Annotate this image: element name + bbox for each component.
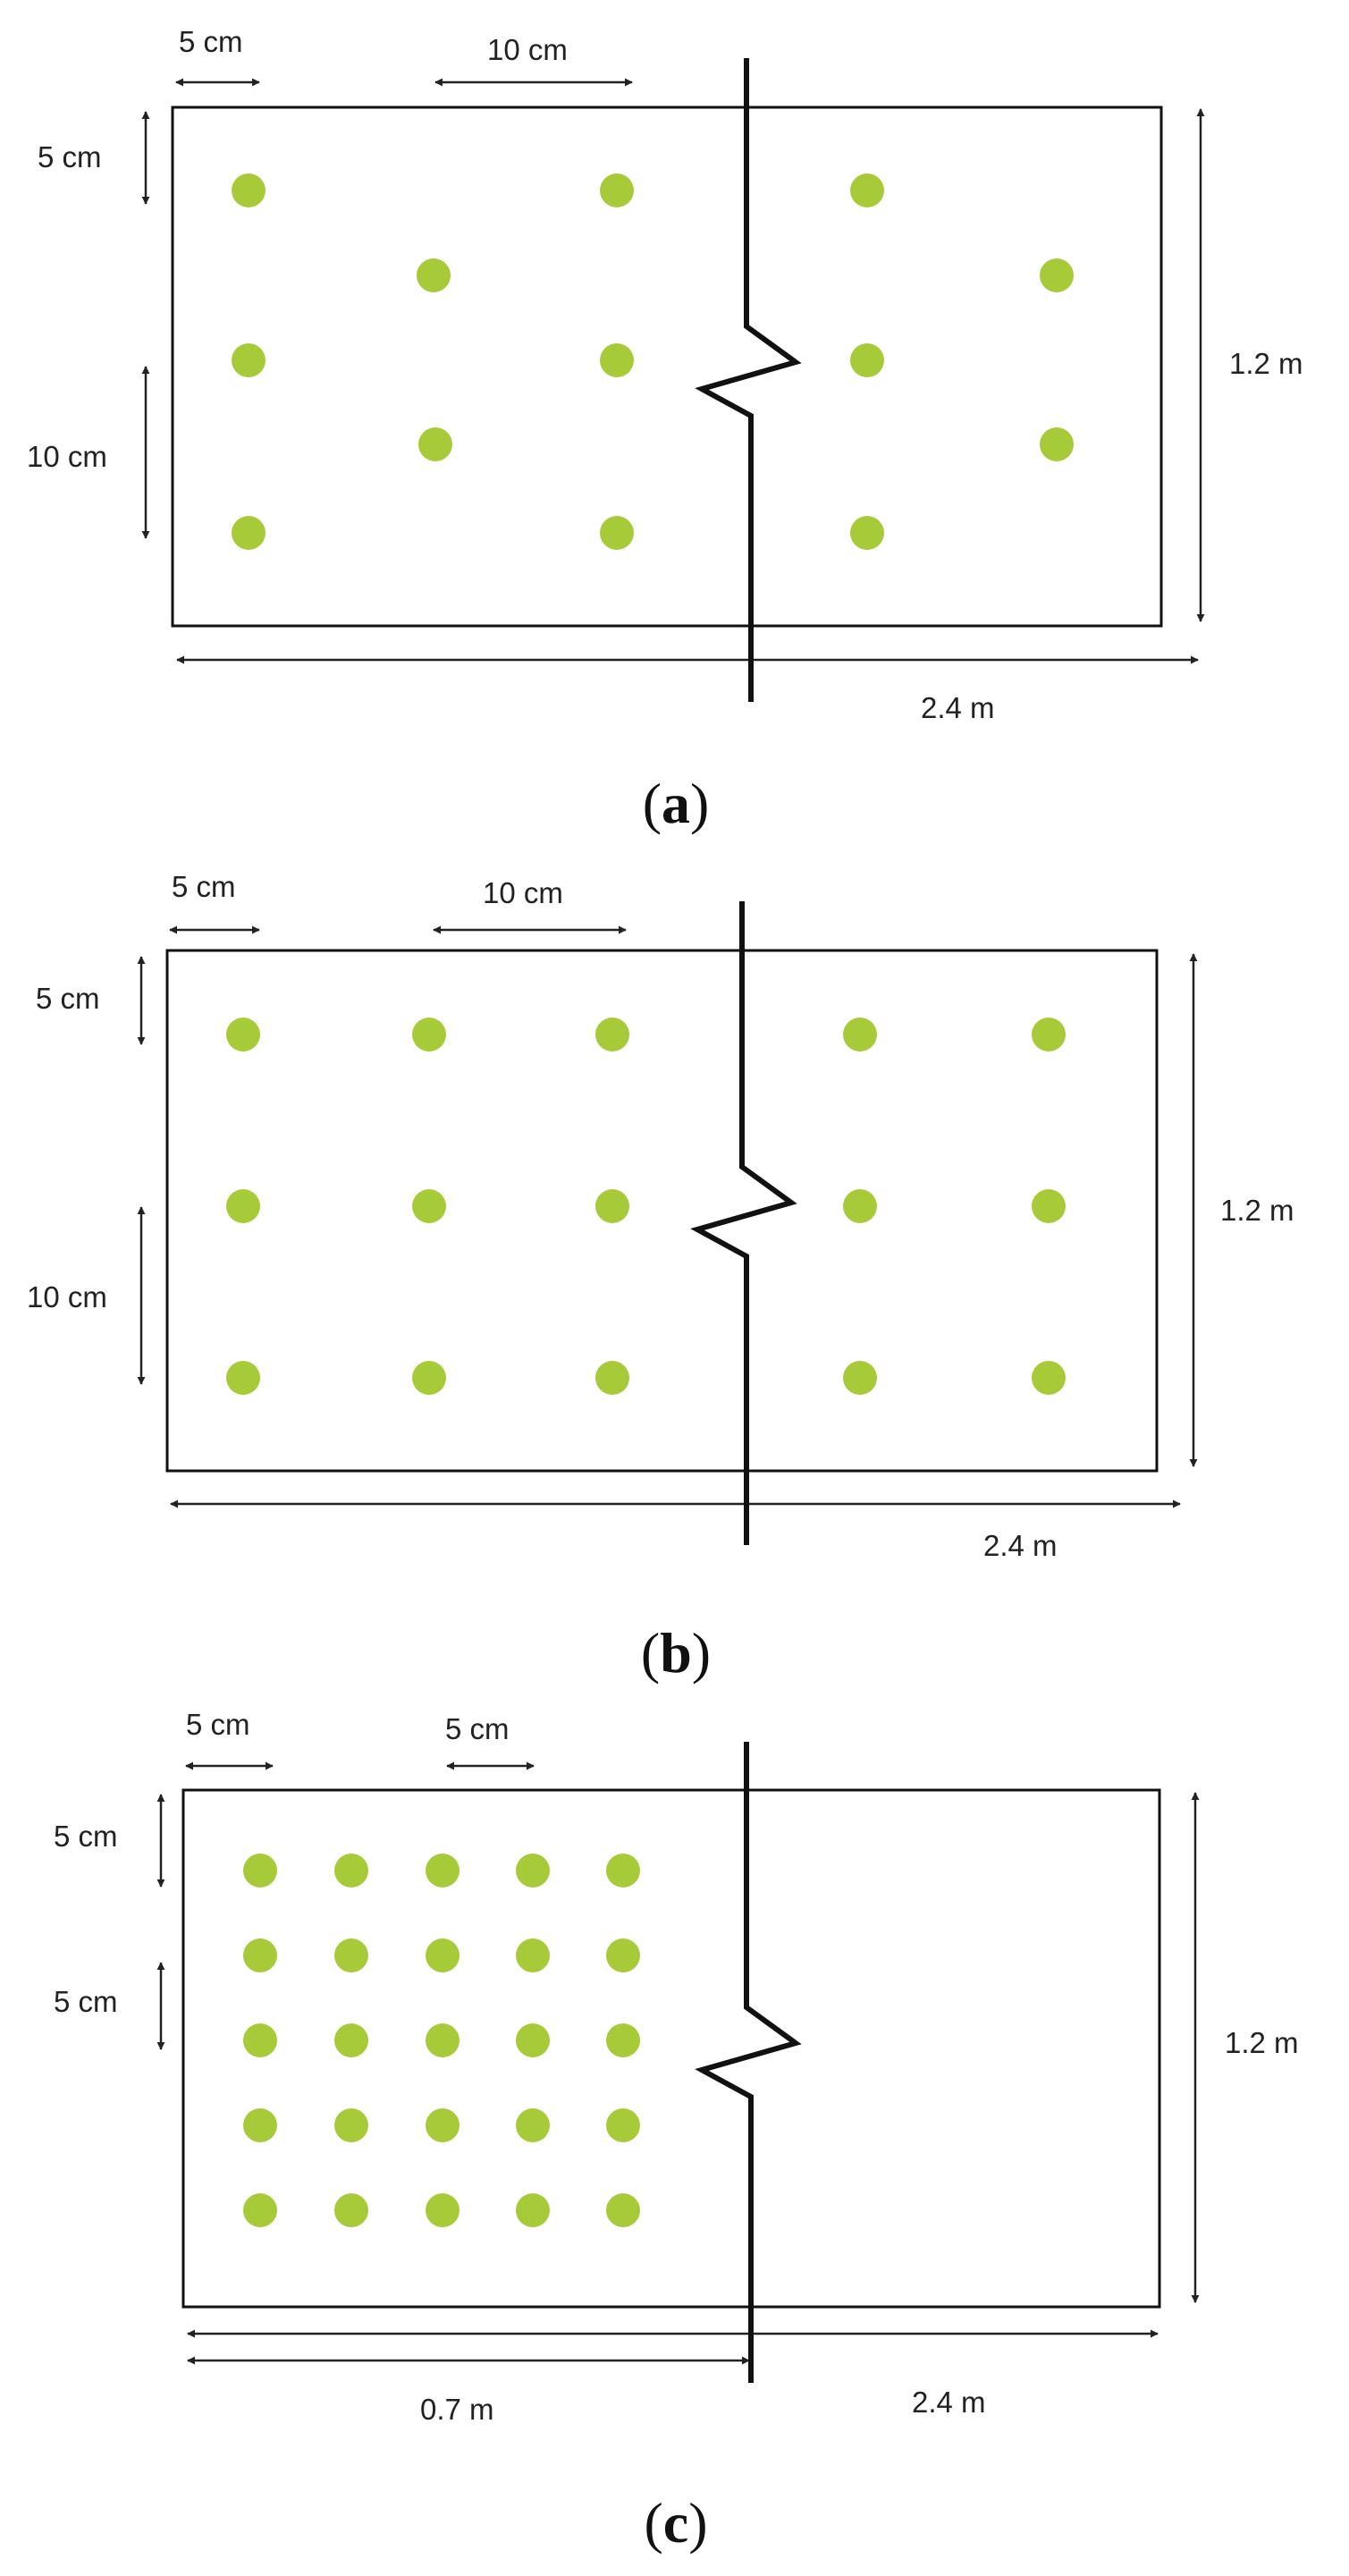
panel-c: 5 cm 5 cm 5 cm 5 cm 1.2 m 0.7 m 2.4 m (c) bbox=[54, 1708, 1299, 2555]
reinforcement-dot bbox=[232, 343, 266, 377]
reinforcement-dot bbox=[516, 2193, 550, 2227]
reinforcement-dot bbox=[595, 1189, 629, 1223]
width-label: 2.4 m bbox=[921, 691, 995, 724]
reinforcement-dot bbox=[334, 2108, 368, 2142]
crack-break-line bbox=[690, 901, 797, 1545]
reinforcement-dot bbox=[418, 427, 452, 461]
reinforcement-dot bbox=[426, 1938, 460, 1972]
reinforcement-dot bbox=[426, 2108, 460, 2142]
reinforcement-dot bbox=[243, 2108, 277, 2142]
reinforcement-dot bbox=[850, 173, 884, 207]
reinforcement-dot bbox=[606, 1854, 640, 1888]
panel-a: 5 cm 10 cm 5 cm 10 cm 1.2 m 2.4 m (a) bbox=[27, 25, 1303, 835]
spacing-x-label: 5 cm bbox=[445, 1712, 510, 1745]
reinforcement-dot bbox=[843, 1018, 877, 1052]
reinforcement-dot bbox=[412, 1361, 446, 1395]
reinforcement-dot bbox=[243, 2193, 277, 2227]
reinforcement-dot bbox=[595, 1361, 629, 1395]
width-label: 2.4 m bbox=[912, 2386, 986, 2419]
reinforcement-dot bbox=[850, 516, 884, 550]
panel-caption: (b) bbox=[641, 1621, 711, 1685]
reinforcement-dot bbox=[426, 2023, 460, 2057]
slab-outline bbox=[165, 949, 1159, 1473]
reinforcement-dot bbox=[232, 173, 266, 207]
reinforcement-dot bbox=[426, 2193, 460, 2227]
reinforcement-dot bbox=[226, 1189, 260, 1223]
width-label: 2.4 m bbox=[983, 1529, 1058, 1562]
reinforcement-dot bbox=[516, 2108, 550, 2142]
crack-break-line bbox=[695, 1742, 802, 2383]
reinforcement-dot bbox=[412, 1018, 446, 1052]
spacing-x-label: 10 cm bbox=[487, 33, 568, 66]
height-label: 1.2 m bbox=[1225, 2026, 1299, 2059]
spacing-y-label: 10 cm bbox=[27, 440, 107, 473]
reinforcement-dot bbox=[600, 516, 634, 550]
height-label: 1.2 m bbox=[1229, 347, 1303, 380]
edge-spacing-x-label: 5 cm bbox=[179, 25, 243, 58]
crack-break-line bbox=[695, 58, 802, 702]
panel-caption: (a) bbox=[643, 772, 710, 835]
reinforcement-dot bbox=[606, 2023, 640, 2057]
reinforcement-dot bbox=[334, 1938, 368, 1972]
panel-caption-letter: c bbox=[663, 2491, 688, 2555]
panel-b: 5 cm 10 cm 5 cm 10 cm 1.2 m 2.4 m (b) bbox=[27, 870, 1294, 1685]
reinforcement-dot bbox=[417, 258, 451, 292]
reinforcement-dot bbox=[595, 1018, 629, 1052]
reinforcement-dot bbox=[606, 1938, 640, 1972]
reinforcement-dot bbox=[606, 2108, 640, 2142]
slab-outline bbox=[181, 1788, 1161, 2309]
panels-layer: 5 cm 10 cm 5 cm 10 cm 1.2 m 2.4 m (a) 5 cm 10 cm… bbox=[27, 25, 1303, 2555]
reinforcement-dot bbox=[1032, 1361, 1066, 1395]
reinforcement-dot bbox=[1040, 427, 1074, 461]
edge-spacing-x-label: 5 cm bbox=[172, 870, 236, 903]
reinforcement-dot bbox=[226, 1018, 260, 1052]
spacing-x-label: 10 cm bbox=[483, 876, 563, 909]
edge-spacing-x-label: 5 cm bbox=[186, 1708, 250, 1741]
reinforcement-dot bbox=[412, 1189, 446, 1223]
reinforcement-dot bbox=[600, 173, 634, 207]
reinforcement-dot bbox=[606, 2193, 640, 2227]
crack-offset-label: 0.7 m bbox=[420, 2393, 494, 2426]
reinforcement-dot bbox=[232, 516, 266, 550]
reinforcement-dot bbox=[243, 2023, 277, 2057]
edge-spacing-y-label: 5 cm bbox=[38, 140, 102, 173]
reinforcement-dot bbox=[843, 1189, 877, 1223]
reinforcement-dot bbox=[843, 1361, 877, 1395]
reinforcement-dot bbox=[1032, 1189, 1066, 1223]
reinforcement-dot bbox=[600, 343, 634, 377]
reinforcement-dot bbox=[243, 1854, 277, 1888]
panel-caption-letter: a bbox=[662, 772, 690, 835]
reinforcement-dot bbox=[243, 1938, 277, 1972]
slab-outline bbox=[171, 106, 1163, 628]
reinforcement-dot bbox=[850, 343, 884, 377]
reinforcement-dot bbox=[334, 1854, 368, 1888]
panel-caption-letter: b bbox=[660, 1621, 692, 1685]
reinforcement-dot bbox=[334, 2193, 368, 2227]
reinforcement-dot bbox=[1032, 1018, 1066, 1052]
spacing-y-label: 10 cm bbox=[27, 1280, 107, 1313]
reinforcement-dot bbox=[516, 2023, 550, 2057]
reinforcement-dot bbox=[516, 1854, 550, 1888]
edge-spacing-y-label: 5 cm bbox=[54, 1820, 118, 1853]
height-label: 1.2 m bbox=[1220, 1194, 1294, 1227]
reinforcement-dot bbox=[334, 2023, 368, 2057]
spacing-y-label: 5 cm bbox=[54, 1985, 118, 2018]
reinforcement-dot bbox=[226, 1361, 260, 1395]
reinforcement-dot bbox=[1040, 258, 1074, 292]
reinforcement-dot bbox=[426, 1854, 460, 1888]
panel-caption: (c) bbox=[644, 2491, 707, 2555]
edge-spacing-y-label: 5 cm bbox=[36, 982, 100, 1015]
reinforcement-dot bbox=[516, 1938, 550, 1972]
